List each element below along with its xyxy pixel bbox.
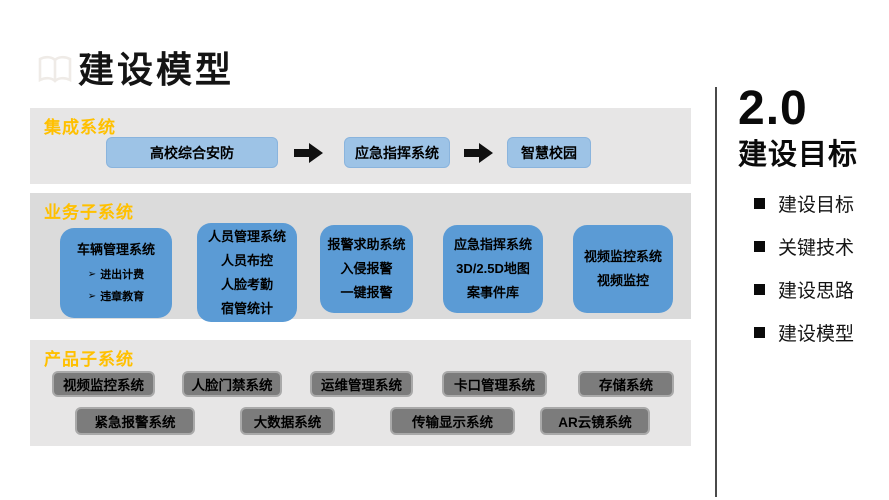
prod-box-checkpoint: 卡口管理系统 — [442, 371, 547, 397]
biz-box-line: 案事件库 — [466, 285, 519, 300]
biz-box-line: 人员布控 — [220, 252, 273, 268]
sidebar-item-construction-model: 建设模型 — [754, 319, 888, 346]
biz-box-line: 一键报警 — [340, 285, 393, 300]
sidebar-item-construction-goal: 建设目标 — [754, 190, 888, 217]
biz-sub-item: ➢ 进出计费 — [88, 264, 144, 286]
integration-panel-label: 集成系统 — [44, 118, 116, 137]
flow-box-campus-security: 高校综合安防 — [106, 137, 278, 168]
flow-arrow-icon — [294, 143, 323, 163]
prod-box-ops-management: 运维管理系统 — [310, 371, 413, 397]
title-row: 建设模型 — [36, 26, 234, 114]
biz-sub-item-label: 违章教育 — [100, 290, 145, 303]
prod-box-face-access: 人脸门禁系统 — [182, 371, 282, 397]
biz-box-personnel-management: 人员管理系统 人员布控 人脸考勤 宿管统计 — [197, 223, 297, 322]
biz-box-alarm-assistance: 报警求助系统 入侵报警 一键报警 — [320, 225, 413, 313]
flow-arrow-icon — [464, 143, 493, 163]
biz-box-line: 应急指挥系统 — [453, 237, 532, 252]
prod-box-video-surveillance: 视频监控系统 — [52, 371, 155, 397]
biz-box-title: 车辆管理系统 — [76, 241, 155, 257]
sidebar-item-construction-approach: 建设思路 — [754, 276, 888, 303]
business-panel-label: 业务子系统 — [44, 203, 134, 222]
integration-panel: 集成系统 高校综合安防 应急指挥系统 智慧校园 — [30, 108, 691, 184]
sidebar-item-label: 建设目标 — [778, 195, 855, 216]
prod-box-ar-cloud: AR云镜系统 — [540, 407, 650, 435]
prod-box-emergency-alarm: 紧急报警系统 — [75, 407, 195, 435]
biz-box-line: 宿管统计 — [220, 300, 273, 316]
square-bullet-icon — [754, 198, 765, 209]
sidebar: 2.0 建设目标 建设目标 关键技术 建设思路 建设模型 — [738, 84, 888, 362]
flow-box-emergency-command: 应急指挥系统 — [344, 137, 450, 168]
biz-box-line: 视频监控系统 — [583, 249, 662, 264]
product-panel: 产品子系统 视频监控系统 人脸门禁系统 运维管理系统 卡口管理系统 存储系统 紧… — [30, 340, 691, 446]
biz-box-video-surveillance: 视频监控系统 视频监控 — [573, 225, 673, 313]
sidebar-item-label: 建设思路 — [778, 281, 855, 302]
sidebar-divider — [715, 87, 717, 497]
biz-box-line: 入侵报警 — [340, 261, 393, 276]
biz-box-line: 人脸考勤 — [220, 276, 273, 292]
biz-box-vehicle-management: 车辆管理系统 ➢ 进出计费 ➢ 违章教育 — [60, 228, 172, 318]
arrow-bullet-icon: ➢ — [87, 290, 97, 302]
prod-box-storage: 存储系统 — [578, 371, 674, 397]
sidebar-item-label: 关键技术 — [778, 238, 855, 259]
prod-box-transmission-display: 传输显示系统 — [390, 407, 515, 435]
sidebar-item-label: 建设模型 — [778, 324, 855, 345]
flow-box-smart-campus: 智慧校园 — [507, 137, 591, 168]
biz-sub-item: ➢ 违章教育 — [88, 286, 144, 308]
sidebar-list: 建设目标 关键技术 建设思路 建设模型 — [738, 190, 888, 346]
biz-box-line: 3D/2.5D地图 — [456, 261, 530, 276]
square-bullet-icon — [754, 241, 765, 252]
sidebar-item-key-technology: 关键技术 — [754, 233, 888, 260]
product-panel-label: 产品子系统 — [44, 350, 134, 369]
book-icon — [38, 56, 72, 83]
business-panel: 业务子系统 车辆管理系统 ➢ 进出计费 ➢ 违章教育 人员管理系统 人员布控 人… — [30, 193, 691, 322]
biz-box-emergency-command: 应急指挥系统 3D/2.5D地图 案事件库 — [443, 225, 543, 313]
biz-box-line: 视频监控 — [596, 273, 649, 288]
biz-box-line: 报警求助系统 — [327, 237, 406, 252]
section-number: 2.0 — [738, 82, 808, 135]
page-title: 建设模型 — [78, 49, 235, 91]
biz-sub-item-label: 进出计费 — [100, 268, 145, 281]
sidebar-heading: 建设目标 — [738, 139, 859, 171]
square-bullet-icon — [754, 284, 765, 295]
arrow-bullet-icon: ➢ — [87, 268, 97, 280]
biz-box-line: 人员管理系统 — [207, 228, 286, 244]
square-bullet-icon — [754, 327, 765, 338]
prod-box-big-data: 大数据系统 — [240, 407, 335, 435]
